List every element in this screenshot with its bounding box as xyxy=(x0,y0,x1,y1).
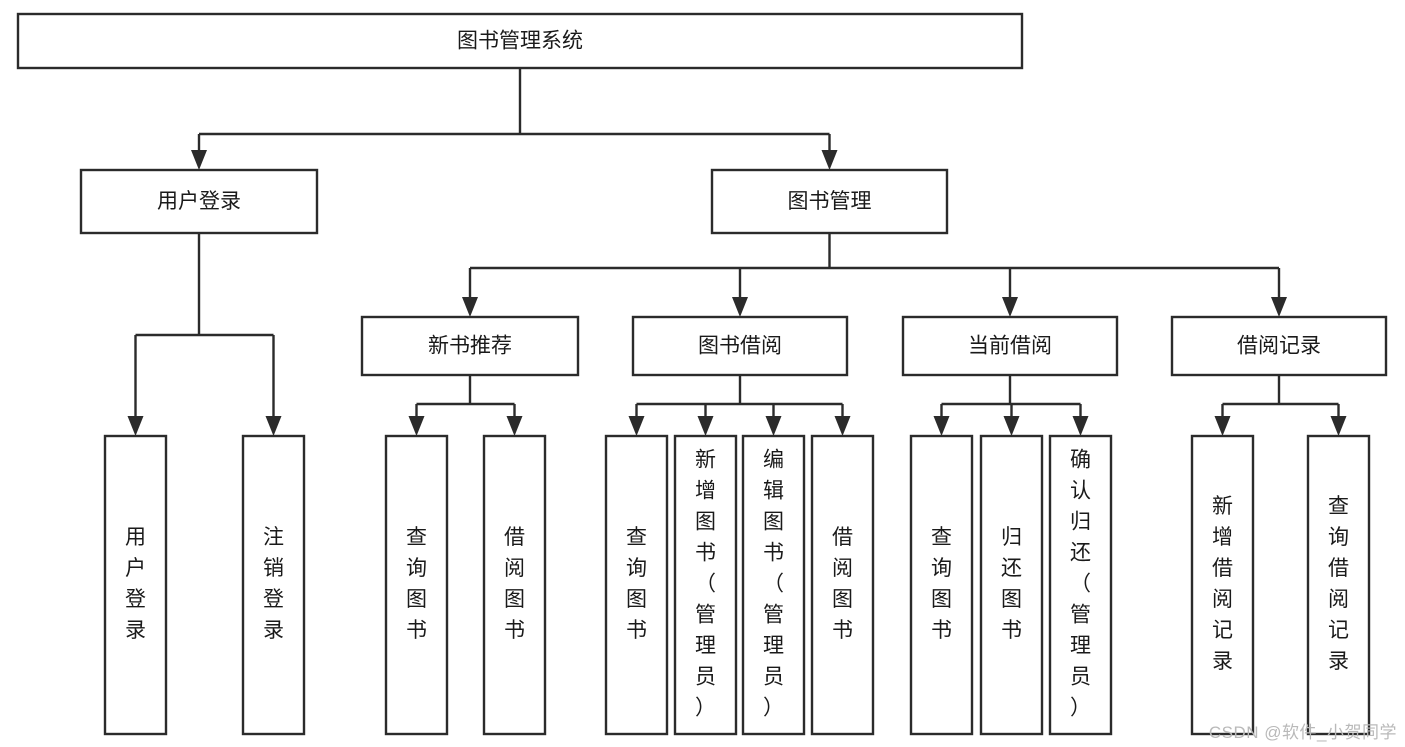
node-l2-图书管理[interactable]: 图书管理 xyxy=(710,168,949,235)
connectors-layer xyxy=(127,68,1347,436)
node-leaf-查询图书[interactable]: 查询图书 xyxy=(909,434,974,736)
node-label: 查询图书 xyxy=(931,526,952,642)
arrow-head-icon xyxy=(697,416,714,436)
node-label: 图书管理系统 xyxy=(457,30,583,53)
nodes-layer: 图书管理系统用户登录图书管理新书推荐图书借阅当前借阅借阅记录用户登录注销登录查询… xyxy=(16,12,1388,736)
node-label: 图书借阅 xyxy=(698,335,782,358)
node-box[interactable] xyxy=(631,315,849,377)
arrow-head-icon xyxy=(1214,416,1231,436)
node-l3-当前借阅[interactable]: 当前借阅 xyxy=(901,315,1119,377)
arrow-head-icon xyxy=(408,416,425,436)
arrow-head-icon xyxy=(462,297,478,317)
node-box[interactable] xyxy=(103,434,168,736)
node-box[interactable] xyxy=(810,434,875,736)
arrow-head-icon xyxy=(732,297,748,317)
arrow-head-icon xyxy=(765,416,782,436)
arrow-head-icon xyxy=(1330,416,1347,436)
node-box[interactable] xyxy=(1190,434,1255,736)
node-box[interactable] xyxy=(901,315,1119,377)
node-l3-新书推荐[interactable]: 新书推荐 xyxy=(360,315,580,377)
node-label: 新书推荐 xyxy=(428,335,512,358)
node-box[interactable] xyxy=(16,12,1024,70)
node-label: 查询图书 xyxy=(626,526,647,642)
node-l3-图书借阅[interactable]: 图书借阅 xyxy=(631,315,849,377)
arrow-head-icon xyxy=(821,150,838,170)
node-label: 归还图书 xyxy=(1001,526,1022,642)
node-box[interactable] xyxy=(604,434,669,736)
node-leaf-借阅图书[interactable]: 借阅图书 xyxy=(482,434,547,736)
node-leaf-新增借阅记录[interactable]: 新增借阅记录 xyxy=(1190,434,1255,736)
node-label: 查询借阅记录 xyxy=(1328,495,1349,673)
node-label: 注销登录 xyxy=(263,526,284,642)
node-label: 确认归还（管理员） xyxy=(1070,449,1091,720)
node-box[interactable] xyxy=(482,434,547,736)
node-leaf-新增图书管理员[interactable]: 新增图书（管理员） xyxy=(673,434,738,736)
node-box[interactable] xyxy=(1048,434,1113,736)
arrow-head-icon xyxy=(265,416,282,436)
node-box[interactable] xyxy=(79,168,319,235)
node-label: 用户登录 xyxy=(125,526,146,642)
node-l3-借阅记录[interactable]: 借阅记录 xyxy=(1170,315,1388,377)
node-leaf-用户登录[interactable]: 用户登录 xyxy=(103,434,168,736)
node-leaf-归还图书[interactable]: 归还图书 xyxy=(979,434,1044,736)
csdn-watermark: CSDN @软件_小贺同学 xyxy=(1208,723,1397,742)
arrow-head-icon xyxy=(933,416,950,436)
arrow-head-icon xyxy=(1072,416,1089,436)
node-box[interactable] xyxy=(360,315,580,377)
node-box[interactable] xyxy=(1306,434,1371,736)
node-leaf-编辑图书管理员[interactable]: 编辑图书（管理员） xyxy=(741,434,806,736)
node-label: 当前借阅 xyxy=(968,335,1052,358)
node-l2-用户登录[interactable]: 用户登录 xyxy=(79,168,319,235)
node-label: 借阅图书 xyxy=(504,526,525,642)
node-box[interactable] xyxy=(1170,315,1388,377)
arrow-head-icon xyxy=(1003,416,1020,436)
arrow-head-icon xyxy=(191,150,207,170)
node-label: 查询图书 xyxy=(406,526,427,642)
arrow-head-icon xyxy=(127,416,144,436)
arrow-head-icon xyxy=(628,416,645,436)
node-leaf-注销登录[interactable]: 注销登录 xyxy=(241,434,306,736)
node-label: 新增借阅记录 xyxy=(1212,495,1233,673)
node-leaf-查询图书[interactable]: 查询图书 xyxy=(604,434,669,736)
node-label: 借阅记录 xyxy=(1237,335,1321,358)
node-root-图书管理系统[interactable]: 图书管理系统 xyxy=(16,12,1024,70)
node-box[interactable] xyxy=(979,434,1044,736)
arrow-head-icon xyxy=(506,416,523,436)
node-label: 用户登录 xyxy=(157,190,241,213)
node-box[interactable] xyxy=(909,434,974,736)
node-label: 新增图书（管理员） xyxy=(695,449,716,720)
arrow-head-icon xyxy=(1002,297,1018,317)
node-label: 图书管理 xyxy=(788,190,872,213)
node-box[interactable] xyxy=(710,168,949,235)
node-box[interactable] xyxy=(673,434,738,736)
node-leaf-确认归还管理员[interactable]: 确认归还（管理员） xyxy=(1048,434,1113,736)
arrow-head-icon xyxy=(1271,297,1287,317)
node-label: 编辑图书（管理员） xyxy=(763,449,784,720)
node-label: 借阅图书 xyxy=(832,526,853,642)
node-leaf-借阅图书[interactable]: 借阅图书 xyxy=(810,434,875,736)
node-box[interactable] xyxy=(741,434,806,736)
arrow-head-icon xyxy=(834,416,851,436)
node-leaf-查询图书[interactable]: 查询图书 xyxy=(384,434,449,736)
node-box[interactable] xyxy=(241,434,306,736)
node-leaf-查询借阅记录[interactable]: 查询借阅记录 xyxy=(1306,434,1371,736)
node-box[interactable] xyxy=(384,434,449,736)
